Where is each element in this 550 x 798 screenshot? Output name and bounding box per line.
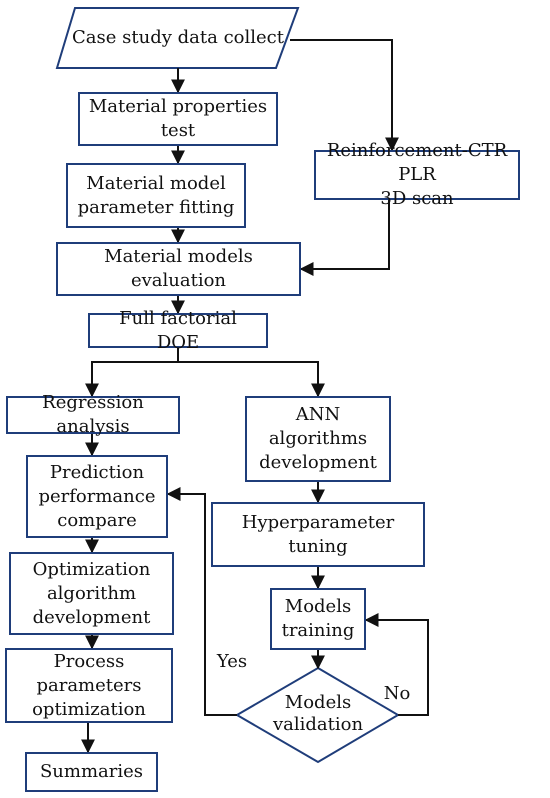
node-reinforcement-line1: Reinforcement-CTR PLR (326, 140, 508, 185)
node-process-parameters: Process parameters optimization (5, 648, 173, 723)
arrow-doe-to-ann (178, 361, 325, 398)
node-ann-line1: ANN algorithms (268, 404, 368, 449)
arrow-case-to-reinforcement (290, 39, 399, 152)
node-case-study: Case study data collect (72, 27, 284, 48)
node-optalgo-line2: algorithm (46, 582, 137, 604)
node-models-validation: Models validation (263, 692, 373, 736)
node-prediction-line2: performance (38, 485, 156, 507)
node-training-line2: training (281, 620, 355, 641)
node-material-model-fitting: Material model parameter fitting (66, 163, 246, 228)
node-validation-line2: validation (272, 714, 364, 735)
node-material-properties-label: Material properties test (88, 96, 268, 141)
node-summaries-label: Summaries (39, 761, 144, 782)
node-prediction-line1: Prediction (49, 461, 145, 483)
node-hyperparameter-label: Hyperparameter tuning (241, 511, 395, 557)
node-prediction-line3: compare (57, 509, 137, 531)
arrow-doe-to-regression (85, 348, 179, 398)
arrow-validation-no-to-training (364, 613, 429, 716)
node-ann-development: ANN algorithms development (245, 396, 391, 482)
node-summaries: Summaries (25, 752, 158, 792)
models-validation-shape (235, 666, 400, 764)
node-optimization-algorithm: Optimization algorithm development (9, 552, 174, 635)
node-process-line1: Process parameters (36, 650, 142, 696)
arrow-reinforcement-to-evaluation (299, 200, 390, 276)
node-material-models-evaluation: Material models evaluation (56, 242, 301, 296)
label-yes: Yes (216, 651, 248, 672)
node-doe-label: Full factorial DOE (119, 307, 237, 353)
node-eval-label: Material models evaluation (104, 246, 253, 291)
node-training-line1: Models (284, 596, 352, 617)
node-material-properties: Material properties test (78, 92, 278, 146)
node-reinforcement: Reinforcement-CTR PLR 3D scan (314, 140, 520, 209)
node-hyperparameter-tuning: Hyperparameter tuning (211, 502, 425, 567)
case-study-shape (55, 7, 300, 69)
node-reinforcement-line2: 3D scan (380, 188, 454, 209)
node-fit-line2: parameter fitting (77, 196, 235, 218)
arrow-validation-yes-to-prediction (166, 487, 237, 716)
node-ann-line2: development (259, 452, 377, 473)
node-regression-analysis: Regression analysis (6, 392, 180, 437)
node-validation-line1: Models (284, 692, 352, 713)
node-regression-label: Regression analysis (42, 392, 144, 437)
node-optalgo-line3: development (32, 606, 151, 628)
node-optalgo-line1: Optimization (32, 558, 151, 580)
node-prediction-compare: Prediction performance compare (26, 455, 168, 538)
node-process-line2: optimization (32, 698, 146, 720)
node-models-training: Models training (270, 588, 366, 650)
node-full-factorial-doe: Full factorial DOE (88, 308, 268, 353)
label-no: No (383, 683, 411, 704)
node-fit-line1: Material model (86, 172, 226, 194)
